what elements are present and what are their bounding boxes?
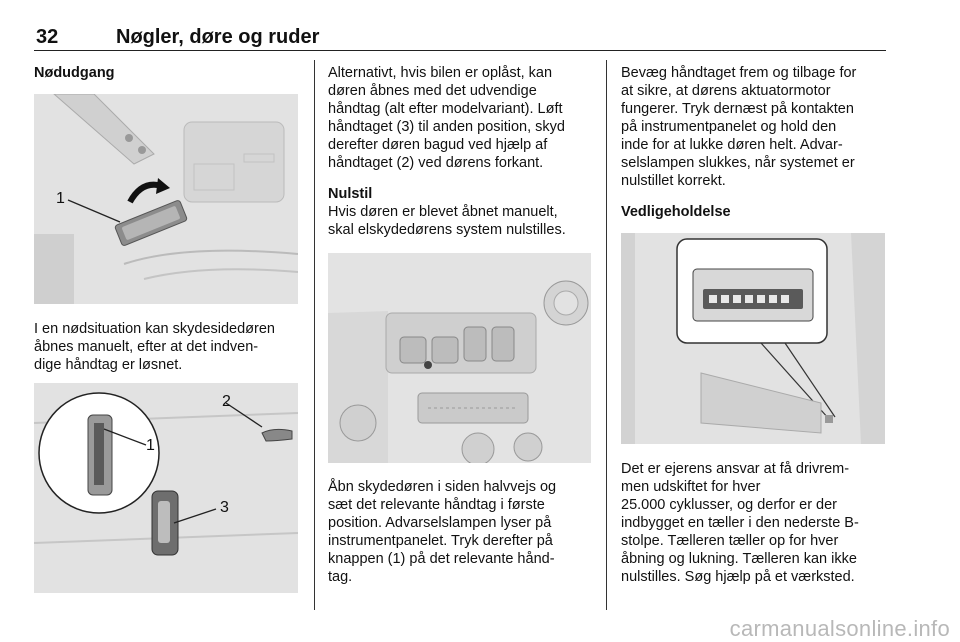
paragraph-test-actuator: Bevæg håndtaget frem og tilbage for at s… <box>621 65 857 189</box>
page-number: 32 <box>36 26 59 48</box>
column-3-lower: Det er ejerens ansvar at få drivrem- men… <box>621 460 891 586</box>
figure-callout-1: 1 <box>56 190 65 207</box>
section-heading-emergency-exit: Nødudgang <box>34 65 115 81</box>
figure-callout-3: 3 <box>220 499 229 516</box>
paragraph-drive-belt: Det er ejerens ansvar at få drivrem- men… <box>621 461 859 585</box>
column-divider-2 <box>606 60 607 610</box>
column-3: Bevæg håndtaget frem og tilbage for at s… <box>621 64 889 221</box>
column-1: Nødudgang <box>34 64 304 82</box>
column-1-text: I en nødsituation kan skydesidedøren åbn… <box>34 320 306 374</box>
figure-door-handles: 2 1 3 <box>34 383 298 593</box>
figure-callout-1b: 1 <box>146 437 155 454</box>
page-header: 32 Nøgler, døre og ruder <box>34 26 886 51</box>
figure-callout-2: 2 <box>222 393 231 410</box>
figure-door-release-handle: 1 <box>34 94 298 304</box>
chapter-title: Nøgler, døre og ruder <box>116 26 320 48</box>
paragraph-emergency-release: I en nødsituation kan skydesidedøren åbn… <box>34 321 275 373</box>
figure-dashboard-panel <box>328 253 591 463</box>
section-heading-maintenance: Vedligeholdelse <box>621 204 731 220</box>
figure-cycle-counter <box>621 233 885 444</box>
watermark: carmanualsonline.info <box>729 616 950 641</box>
column-2-lower: Åbn skydedøren i siden halvvejs og sæt d… <box>328 478 596 586</box>
paragraph-reset: Hvis døren er blevet åbnet manuelt, skal… <box>328 204 566 238</box>
column-divider-1 <box>314 60 315 610</box>
paragraph-open-halfway: Åbn skydedøren i siden halvvejs og sæt d… <box>328 479 557 585</box>
section-heading-reset: Nulstil <box>328 186 373 202</box>
paragraph-external-handle: Alternativt, hvis bilen er oplåst, kan d… <box>328 65 565 171</box>
column-2: Alternativt, hvis bilen er oplåst, kan d… <box>328 64 596 239</box>
